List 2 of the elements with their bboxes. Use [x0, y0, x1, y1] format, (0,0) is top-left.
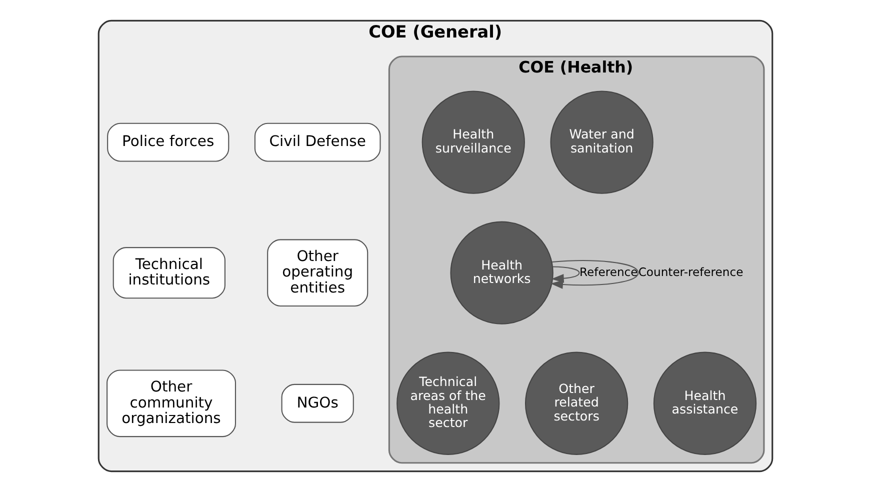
edge-label: Reference: [580, 264, 638, 279]
edge-label: Counter-reference: [638, 264, 744, 279]
